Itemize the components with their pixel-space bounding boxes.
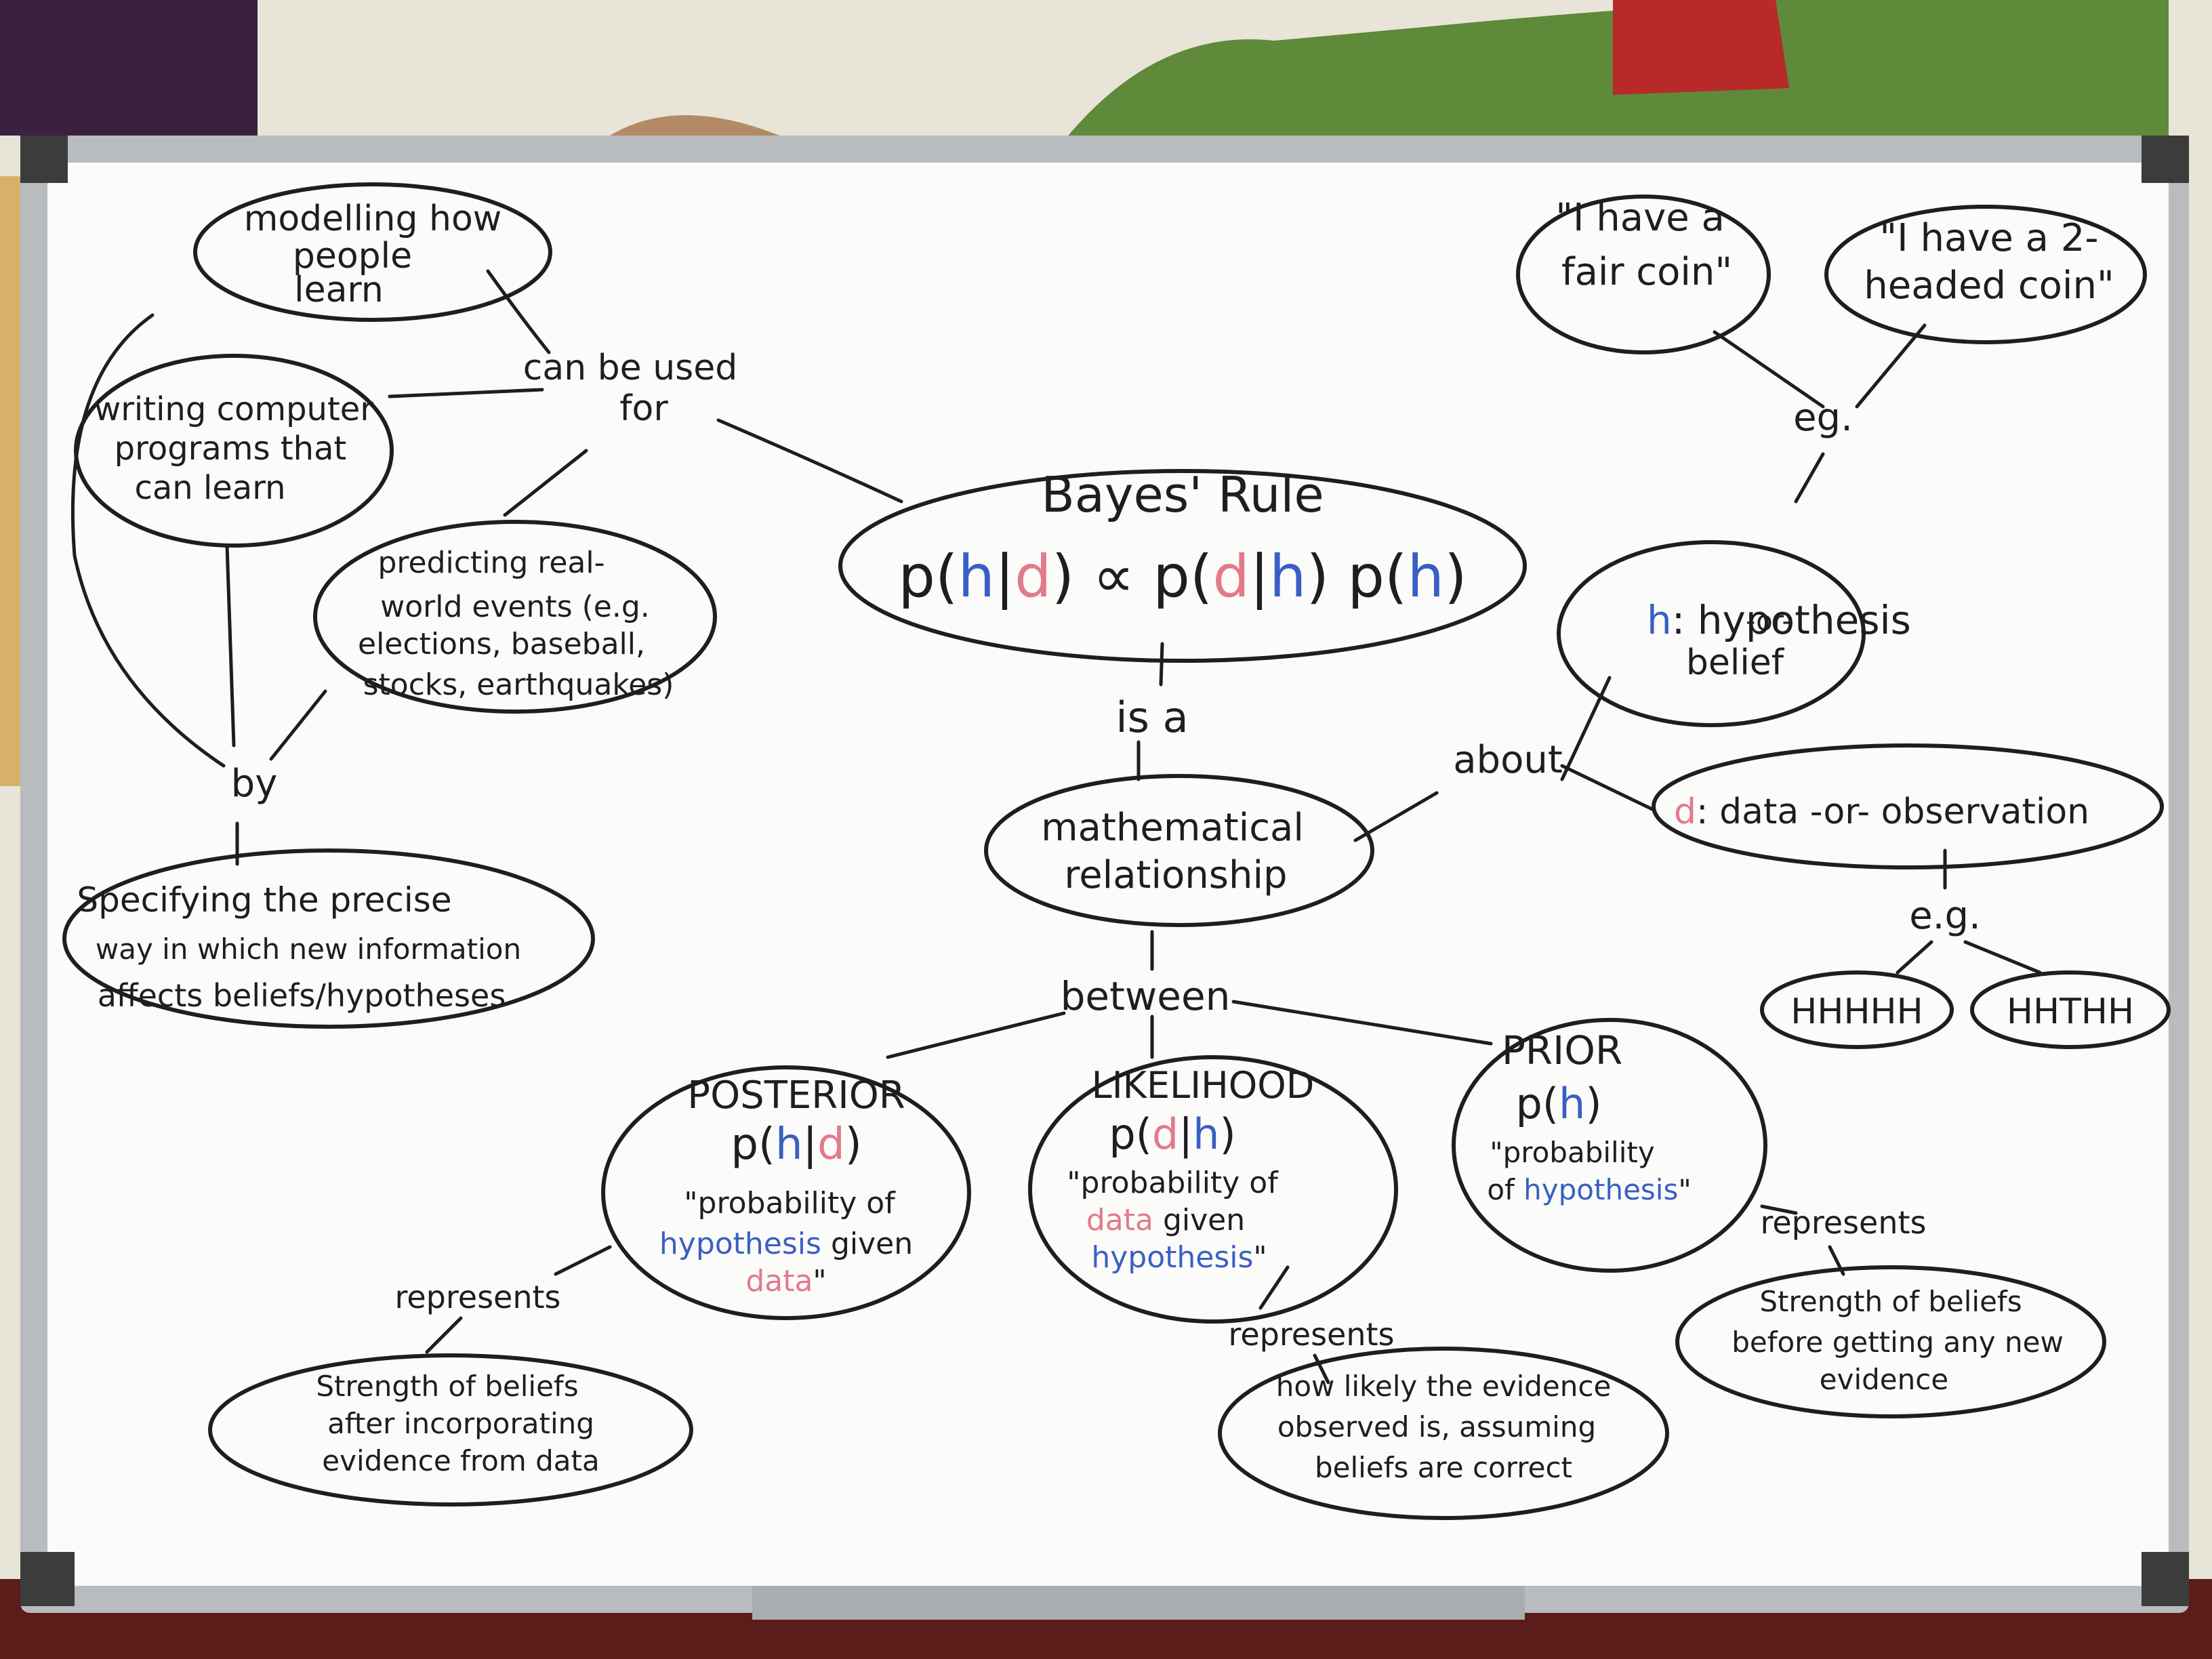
node-writing bbox=[74, 354, 394, 548]
red-cloth bbox=[1613, 0, 1789, 95]
svg-text:of hypothesis": of hypothesis" bbox=[1487, 1173, 1691, 1206]
prior-text: PRIOR p(h) "probability of hypothesis" bbox=[1487, 1027, 1691, 1206]
node-predicting bbox=[313, 520, 717, 714]
svg-text:world events (e.g.: world events (e.g. bbox=[380, 590, 650, 624]
frame-corner bbox=[2142, 1552, 2189, 1606]
frame-corner bbox=[20, 1552, 75, 1606]
node-shapes bbox=[62, 182, 2171, 1520]
svg-text:LIKELIHOOD: LIKELIHOOD bbox=[1092, 1064, 1315, 1107]
label-represents-prior: represents bbox=[1760, 1204, 1926, 1241]
svg-text:way in which new information: way in which new information bbox=[96, 933, 521, 966]
svg-text:observed is, assuming: observed is, assuming bbox=[1277, 1410, 1596, 1443]
label-about: about bbox=[1453, 738, 1563, 782]
fair-coin-line-2: fair coin" bbox=[1561, 250, 1732, 294]
data-label: d: data -or- observation bbox=[1674, 792, 2089, 832]
svg-text:can learn: can learn bbox=[134, 469, 285, 507]
hypothesis-or: -or- bbox=[1746, 606, 1792, 637]
node-data bbox=[1652, 743, 2164, 869]
svg-text:affects beliefs/hypotheses: affects beliefs/hypotheses bbox=[98, 977, 506, 1014]
label-for: for bbox=[619, 388, 668, 429]
node-fair-coin bbox=[1516, 194, 1771, 354]
posterior-meaning-text: Strength of beliefs after incorporating … bbox=[316, 1370, 599, 1477]
svg-text:Strength of beliefs: Strength of beliefs bbox=[316, 1370, 578, 1403]
label-can-be-used: can be used bbox=[523, 348, 738, 388]
cushion bbox=[0, 0, 258, 136]
node-specifying-text: Specifying the precise way in which new … bbox=[77, 880, 521, 1014]
label-is-a: is a bbox=[1115, 693, 1188, 742]
node-two-headed-coin bbox=[1824, 205, 2147, 344]
svg-text:after incorporating: after incorporating bbox=[327, 1407, 594, 1440]
node-posterior-meaning bbox=[208, 1353, 693, 1507]
frame-corner bbox=[20, 136, 68, 183]
label-eg-hypothesis: eg. bbox=[1793, 396, 1853, 440]
likelihood-text: LIKELIHOOD p(d|h) "probability of data g… bbox=[1067, 1064, 1314, 1275]
node-likelihood bbox=[1028, 1055, 1398, 1324]
svg-text:how likely the evidence: how likely the evidence bbox=[1276, 1370, 1612, 1403]
svg-text:people: people bbox=[293, 236, 412, 276]
svg-text:Specifying the precise: Specifying the precise bbox=[77, 880, 451, 920]
svg-text:learn: learn bbox=[294, 270, 384, 310]
label-eg-data: e.g. bbox=[1909, 894, 1981, 938]
fair-coin-line-1: "I have a bbox=[1555, 196, 1725, 240]
label-represents-likelihood: represents bbox=[1228, 1316, 1394, 1353]
svg-text:"probability: "probability bbox=[1490, 1136, 1654, 1169]
svg-text:PRIOR: PRIOR bbox=[1502, 1027, 1622, 1073]
svg-text:modelling how: modelling how bbox=[244, 199, 502, 239]
svg-text:p(h|d): p(h|d) bbox=[731, 1120, 861, 1170]
label-between: between bbox=[1061, 973, 1231, 1019]
node-modelling-text: modelling how people learn bbox=[244, 199, 502, 310]
node-predicting-text: predicting real- world events (e.g. elec… bbox=[358, 546, 674, 702]
svg-text:programs that: programs that bbox=[115, 430, 347, 468]
label-represents-posterior: represents bbox=[394, 1279, 560, 1315]
svg-text:evidence from data: evidence from data bbox=[322, 1444, 599, 1477]
hypothesis-label: h: hypothesis bbox=[1647, 597, 1911, 643]
node-writing-text: writing computer programs that can learn bbox=[94, 390, 373, 507]
svg-text:stocks, earthquakes): stocks, earthquakes) bbox=[363, 668, 674, 702]
hypothesis-belief: belief bbox=[1686, 642, 1785, 683]
node-bayes-rule bbox=[838, 469, 1527, 663]
svg-text:data given: data given bbox=[1086, 1203, 1245, 1237]
frame-corner bbox=[2142, 136, 2189, 183]
label-by: by bbox=[231, 762, 278, 806]
svg-text:predicting real-: predicting real- bbox=[377, 546, 605, 580]
bayes-formula: p(h|d) ∝ p(d|h) p(h) bbox=[898, 543, 1467, 611]
node-example-hhthh bbox=[1970, 970, 2171, 1049]
node-prior-meaning bbox=[1675, 1265, 2106, 1418]
two-headed-line-1: "I have a 2- bbox=[1879, 216, 2098, 260]
bayes-title: Bayes' Rule bbox=[1041, 466, 1324, 523]
example-hhthh: HHTHH bbox=[2007, 991, 2134, 1032]
svg-text:data": data" bbox=[745, 1264, 826, 1298]
two-headed-line-2: headed coin" bbox=[1864, 264, 2114, 308]
node-modelling bbox=[193, 182, 552, 322]
prior-meaning-text: Strength of beliefs before getting any n… bbox=[1732, 1285, 2064, 1396]
node-hypothesis bbox=[1557, 540, 1866, 727]
svg-text:p(d|h): p(d|h) bbox=[1109, 1109, 1235, 1160]
svg-text:writing computer: writing computer bbox=[94, 390, 373, 428]
likelihood-meaning-text: how likely the evidence observed is, ass… bbox=[1276, 1370, 1612, 1484]
svg-text:Strength of beliefs: Strength of beliefs bbox=[1759, 1285, 2022, 1318]
svg-text:before getting any new: before getting any new bbox=[1732, 1326, 2064, 1359]
svg-text:evidence: evidence bbox=[1820, 1363, 1948, 1396]
node-example-hhhhh bbox=[1760, 970, 1954, 1049]
node-mathematical bbox=[984, 774, 1374, 927]
svg-text:hypothesis given: hypothesis given bbox=[659, 1227, 913, 1261]
svg-text:"probability of: "probability of bbox=[684, 1186, 896, 1221]
example-hhhhh: HHHHH bbox=[1790, 991, 1923, 1032]
node-posterior bbox=[601, 1065, 971, 1320]
svg-text:"probability of: "probability of bbox=[1067, 1166, 1279, 1200]
posterior-text: POSTERIOR p(h|d) "probability of hypothe… bbox=[659, 1073, 913, 1298]
marker-tray bbox=[752, 1586, 1525, 1620]
svg-text:POSTERIOR: POSTERIOR bbox=[687, 1073, 905, 1118]
node-prior bbox=[1452, 1018, 1767, 1273]
node-specifying bbox=[62, 848, 595, 1029]
math-line-2: relationship bbox=[1064, 853, 1287, 897]
node-likelihood-meaning bbox=[1218, 1347, 1669, 1520]
svg-text:p(h): p(h) bbox=[1515, 1079, 1601, 1128]
math-line-1: mathematical bbox=[1041, 806, 1304, 850]
beige-cloth bbox=[610, 115, 779, 136]
svg-text:hypothesis": hypothesis" bbox=[1091, 1240, 1267, 1275]
svg-text:beliefs are correct: beliefs are correct bbox=[1315, 1451, 1572, 1484]
svg-text:elections, baseball,: elections, baseball, bbox=[358, 627, 645, 661]
